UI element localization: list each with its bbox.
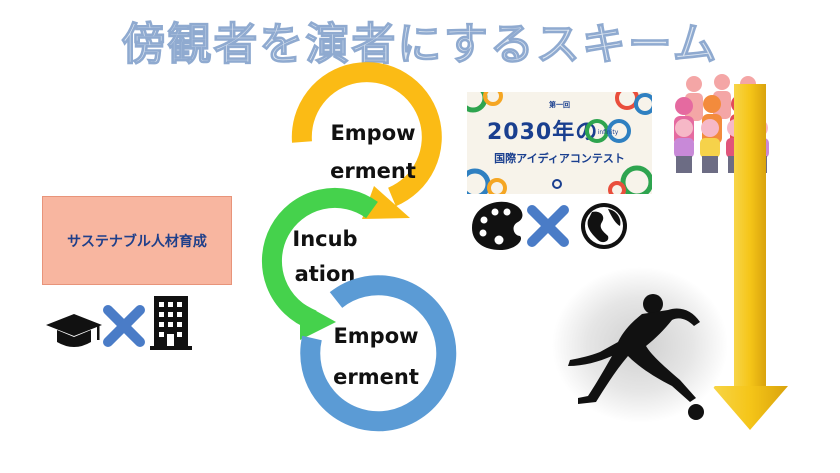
ring-empowerment-bottom-label-2: erment [333,365,419,389]
graduation-cap-icon [46,314,102,347]
ring-empowerment-top-label-1: Empow [330,121,415,145]
globe-icon [581,203,627,249]
ring-empowerment-bottom-label-1: Empow [333,324,418,348]
ring-incubation-label-2: ation [295,262,356,286]
soccer-player-icon [552,267,728,423]
banner-contest-title: 国際アイディアコンテスト [494,152,625,165]
soccer-ball-icon [688,404,704,420]
ring-empowerment-bottom-arc [300,275,457,432]
ring-empowerment-top: Empow erment [291,62,442,219]
sustainable-talent-label: サステナブル人材育成 [67,233,207,250]
banner-edition: 第一回 [549,101,570,109]
ring-incubation: Incub ation [261,187,378,340]
person-icon [700,119,720,173]
ring-incubation-arc [261,187,378,330]
sustainable-talent-box: サステナブル人材育成 [42,196,232,285]
banner-year: 2030年の [487,120,599,145]
infinity-logo-icon: infinity [585,119,631,143]
cross-icon [103,305,145,347]
ring-empowerment-bottom: Empow erment [300,275,457,432]
contest-banner: 第一回 2030年の infinity 国際アイディアコンテスト [467,92,652,194]
banner-decoration [467,92,652,194]
palette-icon [472,201,523,250]
office-building-icon [150,296,192,350]
person-icon [674,119,694,173]
ring-incubation-arrowhead [300,302,336,340]
ring-empowerment-top-arrowhead [362,186,410,219]
ring-incubation-label-1: Incub [292,227,357,251]
down-arrow [712,84,788,430]
svg-text:infinity: infinity [598,129,619,136]
ring-empowerment-top-arc [291,62,442,207]
page-title: 傍観者を演者にするスキーム [121,18,719,70]
cross-icon [527,205,569,247]
ring-empowerment-top-label-2: erment [330,159,416,183]
